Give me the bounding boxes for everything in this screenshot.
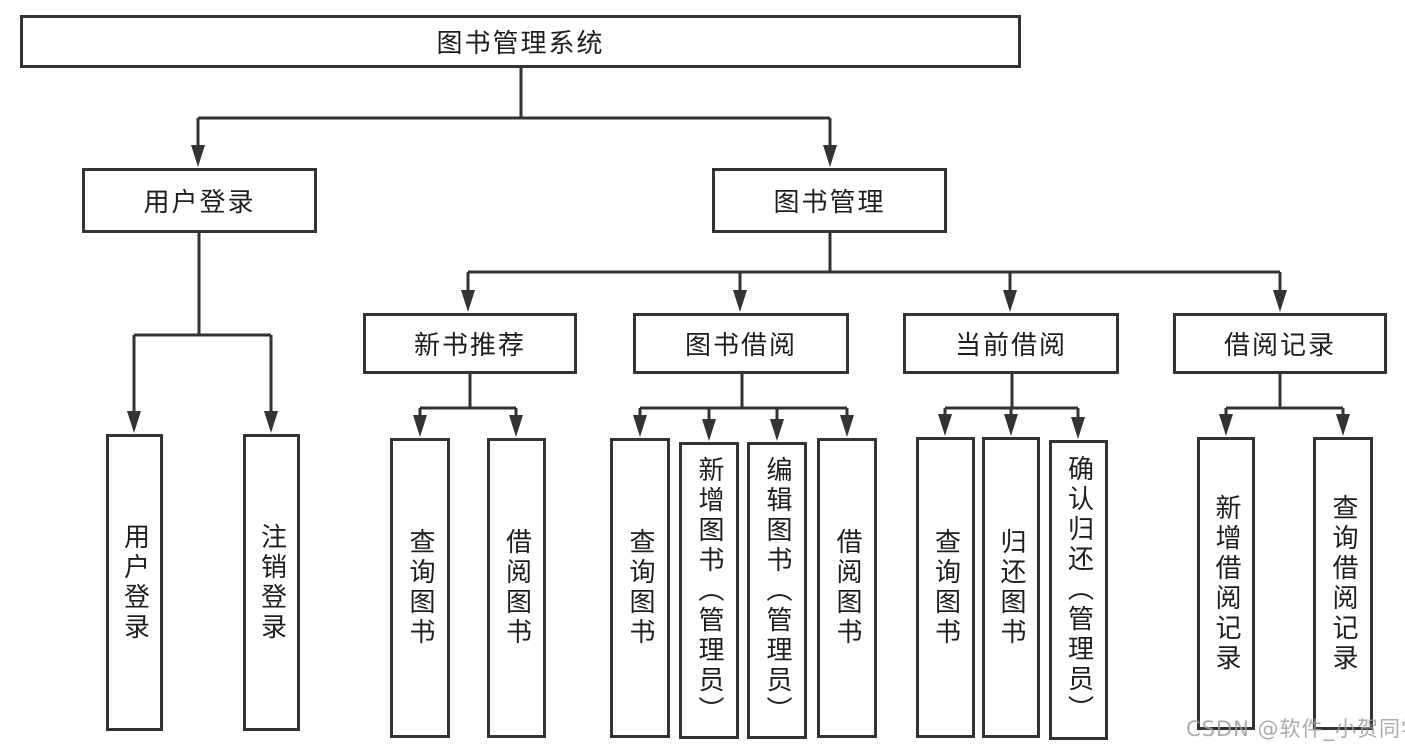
node-book-borrow: 图书借阅: [633, 313, 849, 374]
leaf-recommend-query-books: 查询图书: [390, 438, 450, 738]
leaf-borrow-query-books: 查询图书: [610, 438, 670, 738]
node-book-management-label: 图书管理: [773, 188, 886, 218]
leaf-confirm-return-admin-label: 确认归还（管理员）: [1063, 455, 1094, 725]
leaf-return-books: 归还图书: [982, 437, 1040, 738]
node-root: 图书管理系统: [20, 15, 1021, 68]
leaf-borrow-books: 借阅图书: [817, 438, 877, 738]
connector-new-book-recommend: [418, 374, 518, 417]
node-borrow-records: 借阅记录: [1173, 313, 1387, 374]
leaf-edit-book-admin: 编辑图书（管理员）: [747, 442, 807, 739]
node-current-borrow: 当前借阅: [903, 313, 1119, 374]
leaf-user-login-label: 用户登录: [119, 522, 150, 643]
connector-book-borrow: [638, 374, 849, 421]
leaf-confirm-return-admin: 确认归还（管理员）: [1049, 440, 1108, 740]
node-book-management: 图书管理: [712, 168, 947, 233]
node-current-borrow-label: 当前借阅: [954, 331, 1067, 361]
leaf-current-query-books-label: 查询图书: [930, 527, 961, 648]
leaf-user-login: 用户登录: [106, 434, 163, 731]
leaf-query-borrow-record-label: 查询借阅记录: [1328, 493, 1358, 674]
node-borrow-records-label: 借阅记录: [1223, 331, 1336, 361]
arrowheads: [127, 145, 1350, 441]
connector-user-login: [132, 233, 273, 413]
node-new-book-recommend-label: 新书推荐: [413, 331, 526, 361]
leaf-add-book-admin: 新增图书（管理员）: [679, 442, 739, 739]
connector-book-management: [466, 233, 1282, 292]
leaf-add-borrow-record-label: 新增借阅记录: [1211, 493, 1241, 674]
leaf-return-books-label: 归还图书: [996, 527, 1026, 648]
node-root-label: 图书管理系统: [436, 29, 605, 59]
leaf-recommend-borrow-books-label: 借阅图书: [501, 528, 532, 648]
leaf-borrow-books-label: 借阅图书: [832, 528, 862, 648]
leaf-edit-book-admin-label: 编辑图书（管理员）: [762, 455, 792, 726]
leaf-logout-label: 注销登录: [256, 522, 287, 643]
leaf-logout: 注销登录: [243, 434, 300, 731]
leaf-recommend-borrow-books: 借阅图书: [487, 438, 546, 738]
node-user-login: 用户登录: [82, 168, 317, 233]
leaf-add-borrow-record: 新增借阅记录: [1197, 437, 1255, 730]
connector-borrow-records: [1224, 374, 1345, 416]
csdn-watermark: CSDN @软件_小贺同学: [1186, 717, 1405, 741]
node-new-book-recommend: 新书推荐: [363, 313, 577, 374]
leaf-recommend-query-books-label: 查询图书: [405, 528, 435, 648]
leaf-query-borrow-record: 查询借阅记录: [1313, 437, 1373, 730]
connector-current-borrow: [943, 374, 1080, 419]
leaf-current-query-books: 查询图书: [916, 437, 975, 738]
leaf-add-book-admin-label: 新增图书（管理员）: [694, 455, 724, 726]
node-user-login-label: 用户登录: [143, 188, 256, 218]
connector-root: [196, 67, 832, 147]
leaf-borrow-query-books-label: 查询图书: [625, 528, 655, 648]
node-book-borrow-label: 图书借阅: [684, 331, 797, 361]
